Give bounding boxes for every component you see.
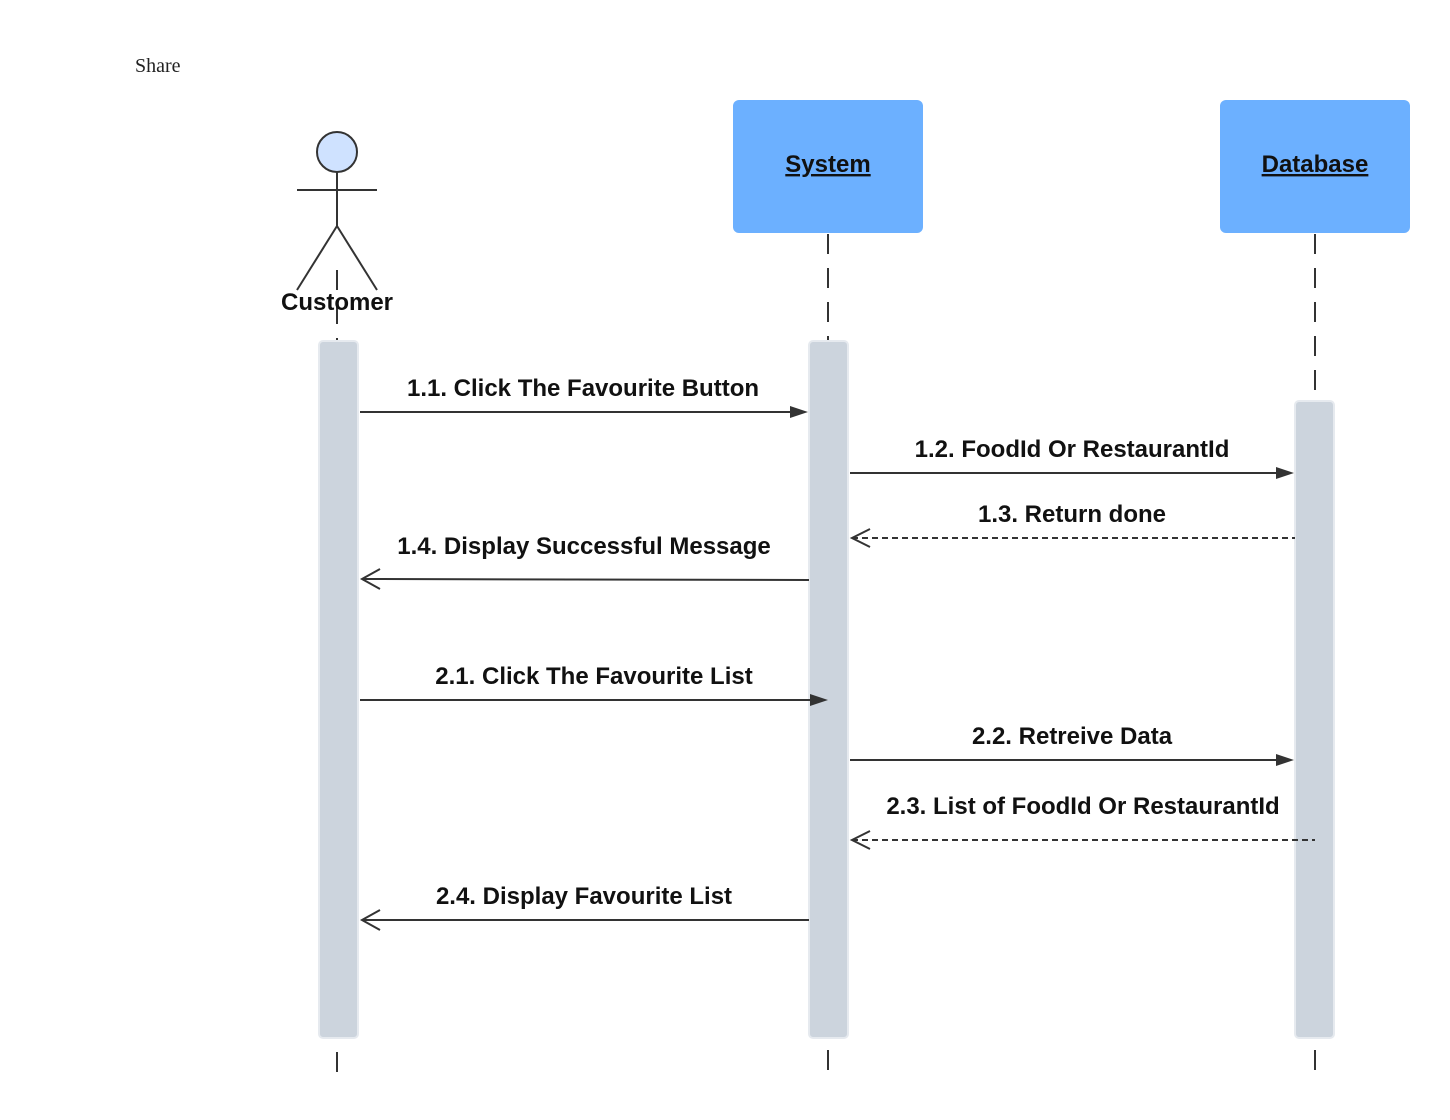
message-label: 1.4. Display Successful Message	[397, 533, 771, 560]
message-2-3: 2.3. List of FoodId Or RestaurantId	[849, 793, 1315, 850]
customer-actor[interactable]: Customer	[281, 131, 393, 316]
actor-left-leg	[296, 225, 338, 291]
database-box	[1220, 100, 1410, 233]
arrow-head-open	[359, 568, 381, 590]
arrow-head-filled	[790, 406, 808, 418]
message-label: 1.2. FoodId Or RestaurantId	[915, 436, 1230, 463]
database-label: Database	[1262, 151, 1369, 178]
message-label: 2.2. Retreive Data	[972, 723, 1173, 750]
message-2-2: 2.2. Retreive Data	[850, 723, 1294, 766]
arrow-head-filled	[1276, 467, 1294, 479]
message-label: 2.4. Display Favourite List	[436, 883, 732, 910]
message-label: 1.3. Return done	[978, 501, 1166, 528]
system-label: System	[785, 151, 870, 178]
message-2-1: 2.1. Click The Favourite List	[360, 663, 828, 706]
message-label: 1.1. Click The Favourite Button	[407, 375, 759, 402]
system-box	[733, 100, 923, 233]
arrow-head-open	[359, 909, 381, 931]
arrow-head-filled	[810, 694, 828, 706]
database-header[interactable]: Database	[1220, 100, 1410, 233]
message-1-1: 1.1. Click The Favourite Button	[360, 375, 808, 418]
message-label: 2.3. List of FoodId Or RestaurantId	[886, 793, 1279, 820]
actor-label: Customer	[281, 289, 393, 316]
message-label: 2.1. Click The Favourite List	[435, 663, 752, 690]
share-label[interactable]: Share	[135, 55, 181, 77]
arrow-head-open	[849, 528, 871, 548]
arrow-head-filled	[1276, 754, 1294, 766]
arrow-head-open	[849, 830, 871, 850]
message-1-3: 1.3. Return done	[849, 501, 1295, 548]
database-activation	[1294, 400, 1335, 1039]
system-header[interactable]: System	[733, 100, 923, 233]
actor-head	[316, 131, 358, 173]
actor-right-leg	[336, 225, 378, 291]
message-line	[361, 578, 810, 581]
system-activation	[808, 340, 849, 1039]
customer-activation	[318, 340, 359, 1039]
message-1-4: 1.4. Display Successful Message	[359, 533, 810, 590]
message-1-2: 1.2. FoodId Or RestaurantId	[850, 436, 1294, 479]
message-2-4: 2.4. Display Favourite List	[359, 883, 809, 931]
